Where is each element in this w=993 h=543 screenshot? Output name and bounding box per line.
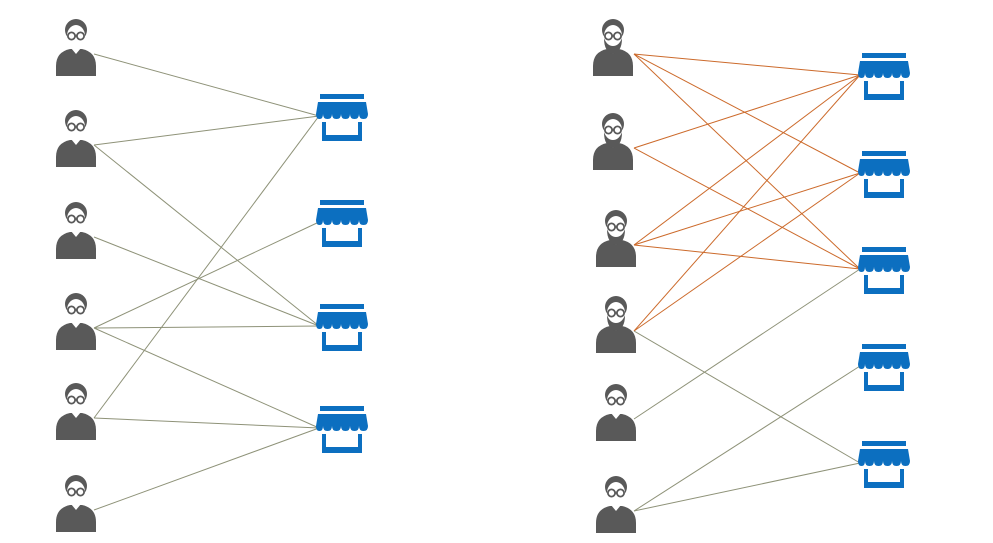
- right-edge-4: [633, 74, 861, 149]
- right-edge-6: [633, 74, 861, 246]
- left-person-with-glasses-1-icon: [56, 19, 96, 76]
- left-edge-9: [93, 417, 320, 429]
- left-person-with-glasses-5-icon: [56, 383, 96, 440]
- right-edge-2: [633, 53, 861, 174]
- left-edge-3: [93, 144, 320, 327]
- right-edge-9: [633, 74, 861, 332]
- right-edge-3: [633, 53, 861, 270]
- right-person-with-glasses-6-icon: [596, 476, 636, 533]
- left-edge-8: [93, 115, 320, 419]
- right-storefront-1-icon: [858, 53, 910, 100]
- left-edge-4: [93, 236, 320, 327]
- left-edge-5: [93, 221, 320, 329]
- right-storefront-5-icon: [858, 441, 910, 488]
- right-edge-1: [633, 53, 861, 76]
- left-storefront-4-icon: [316, 406, 368, 453]
- left-edge-2: [93, 115, 320, 146]
- left-edge-6: [93, 325, 320, 329]
- left-person-with-glasses-2-icon: [56, 110, 96, 167]
- left-edge-1: [93, 53, 320, 117]
- right-storefront-2-icon: [858, 151, 910, 198]
- left-edge-10: [93, 427, 320, 511]
- left-person-with-glasses-3-icon: [56, 202, 96, 259]
- left-storefront-2-icon: [316, 200, 368, 247]
- right-bearded-person-2-icon: [593, 113, 633, 170]
- nodes-layer: [56, 19, 910, 533]
- right-edge-8: [633, 244, 861, 270]
- right-bearded-person-3-icon: [596, 210, 636, 267]
- right-storefront-3-icon: [858, 247, 910, 294]
- left-person-with-glasses-6-icon: [56, 475, 96, 532]
- right-edge-11: [633, 330, 861, 464]
- right-person-with-glasses-5-icon: [596, 384, 636, 441]
- right-edge-14: [633, 462, 861, 512]
- edges-layer: [93, 53, 861, 512]
- left-storefront-1-icon: [316, 94, 368, 141]
- right-bearded-person-4-icon: [596, 296, 636, 353]
- left-edge-7: [93, 327, 320, 429]
- right-edge-10: [633, 172, 861, 332]
- right-edge-12: [633, 268, 861, 420]
- right-bearded-person-1-icon: [593, 19, 633, 76]
- right-edge-13: [633, 365, 861, 512]
- left-storefront-3-icon: [316, 304, 368, 351]
- right-edge-7: [633, 172, 861, 246]
- right-storefront-4-icon: [858, 344, 910, 391]
- left-person-with-glasses-4-icon: [56, 293, 96, 350]
